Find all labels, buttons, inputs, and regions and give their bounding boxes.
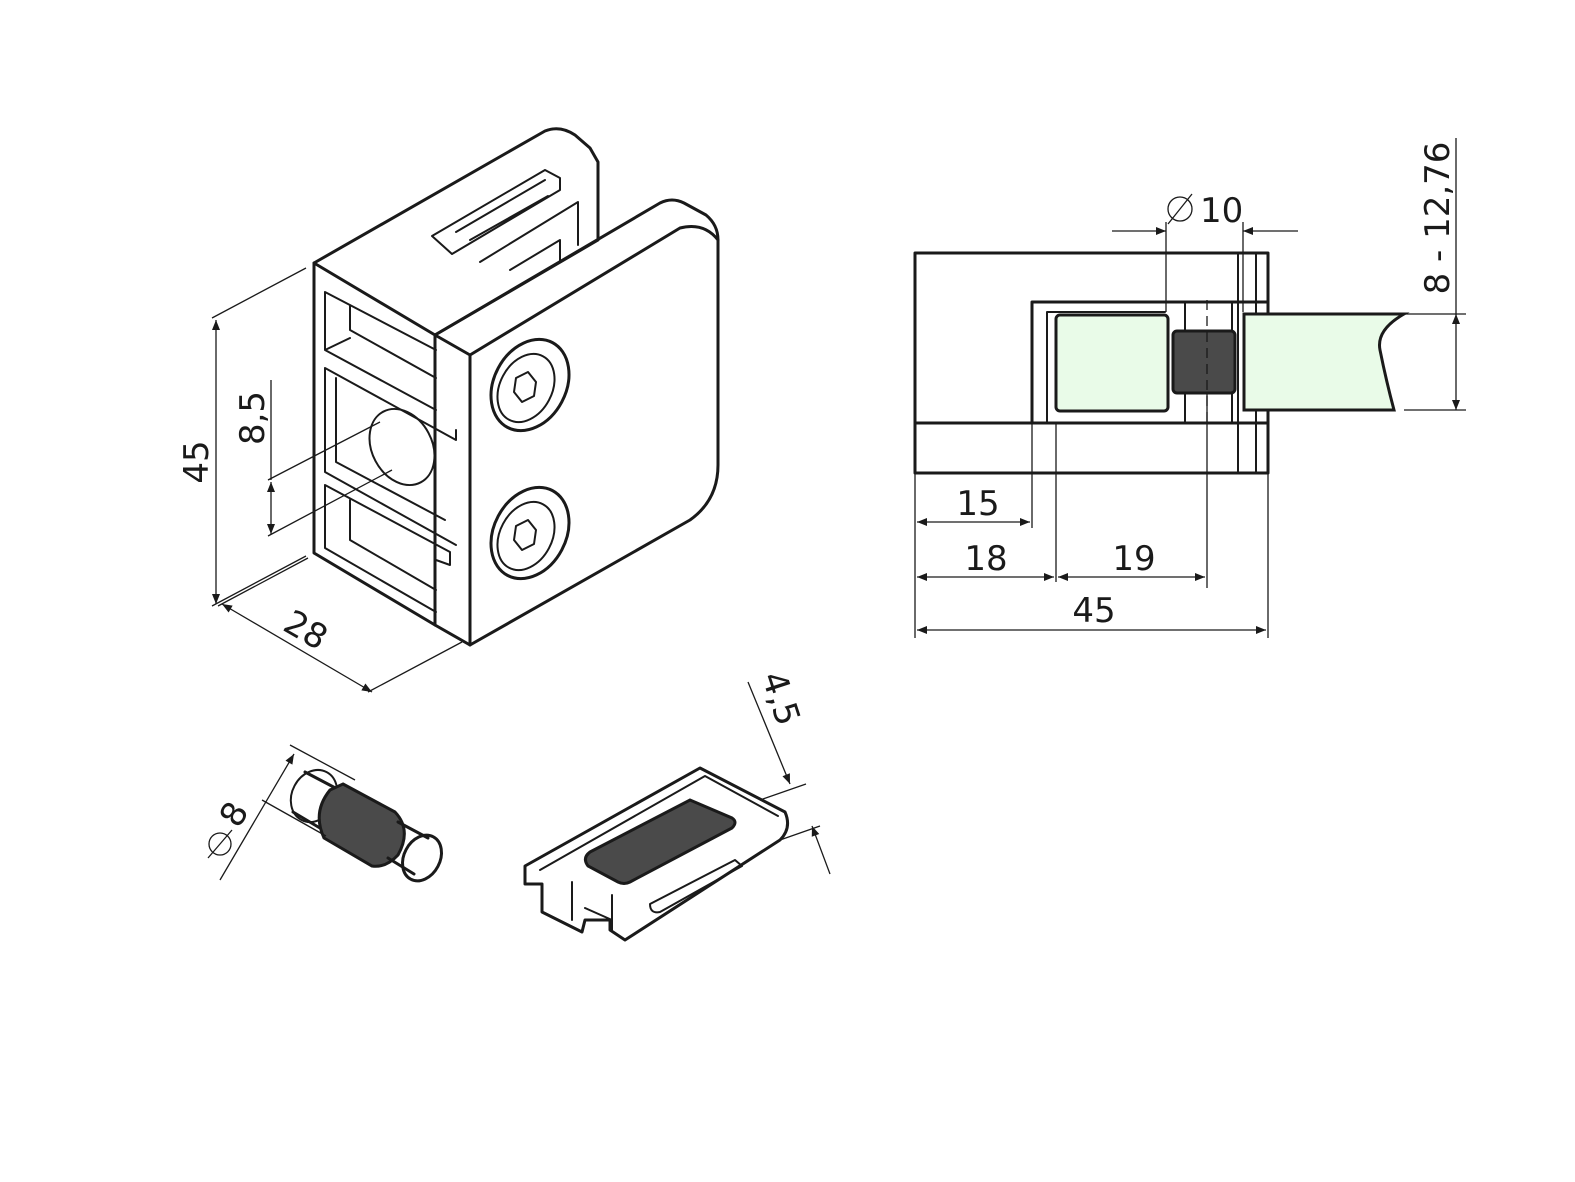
dim-18-label: 18 bbox=[964, 539, 1007, 579]
clamp-opening-bottom bbox=[324, 484, 451, 613]
clamp-back-top bbox=[312, 127, 600, 337]
dim-pad-thickness-label: 4,5 bbox=[753, 667, 808, 731]
dim-19-label: 19 bbox=[1112, 539, 1155, 579]
isometric-clamp-view: 45 8,5 28 bbox=[177, 127, 720, 693]
clamp-pin-hole bbox=[368, 407, 436, 487]
pad-outline bbox=[523, 766, 790, 942]
clamp-front-plate-face bbox=[433, 225, 720, 647]
dim-hole-offset-label: 8,5 bbox=[233, 391, 273, 445]
dim-clamp-height: 45 bbox=[177, 267, 307, 607]
clamp-back-left-face bbox=[312, 261, 437, 627]
section-pocket bbox=[1030, 300, 1270, 425]
insert-pin-rubber bbox=[317, 782, 406, 868]
dim-15: 15 bbox=[917, 484, 1030, 526]
dim-19: 19 bbox=[1058, 539, 1205, 581]
dim-18: 18 bbox=[917, 539, 1054, 581]
clamp-opening-middle bbox=[324, 367, 457, 546]
hex-socket-screw-icon bbox=[489, 485, 571, 581]
clamp-top-inner bbox=[479, 201, 579, 271]
dim-pin-diameter-label: 10 bbox=[1200, 191, 1243, 231]
pad-rubber-face bbox=[583, 798, 737, 885]
section-view: 10 8 - 12,76 15 18 19 45 bbox=[913, 138, 1466, 638]
dim-45-total: 45 bbox=[917, 591, 1266, 634]
dim-pin-diameter: 10 bbox=[1112, 191, 1298, 312]
dim-45-total-label: 45 bbox=[1072, 591, 1115, 631]
dim-pad-thickness: 4,5 bbox=[747, 667, 831, 875]
clamp-opening-top bbox=[324, 291, 437, 411]
clamp-top-slot bbox=[431, 169, 561, 255]
section-pin bbox=[1171, 329, 1237, 395]
dim-clamp-depth-label: 28 bbox=[277, 602, 334, 658]
hex-socket-screw-icon bbox=[489, 337, 571, 433]
insert-pin-view: 8 bbox=[207, 744, 443, 883]
clamp-front-plate bbox=[433, 198, 720, 647]
dim-clamp-height-label: 45 bbox=[177, 440, 217, 483]
section-glass-pane bbox=[1242, 312, 1410, 412]
dim-15-label: 15 bbox=[956, 484, 999, 524]
rubber-pad-view: 4,5 bbox=[523, 667, 831, 942]
dim-glass-thickness: 8 - 12,76 bbox=[1404, 138, 1466, 411]
dim-clamp-depth: 28 bbox=[217, 557, 463, 693]
section-glass-pad bbox=[1054, 313, 1170, 413]
dim-hole-offset: 8,5 bbox=[233, 380, 393, 537]
dim-glass-thickness-label: 8 - 12,76 bbox=[1418, 142, 1458, 295]
